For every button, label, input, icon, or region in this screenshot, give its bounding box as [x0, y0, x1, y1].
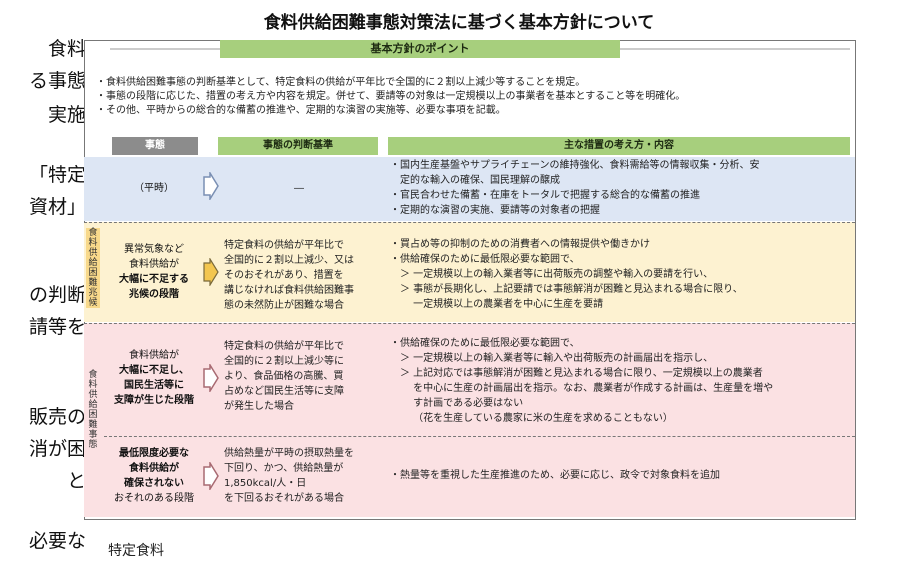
banner-rule — [110, 48, 220, 50]
stage-shortage: 食料供給が 大幅に不足し、 国民生活等に 支障が生じた段階 — [114, 350, 194, 406]
side-label-crisis: 食料供給困難事態 — [88, 370, 98, 450]
banner-title: 基本方針のポイント — [220, 40, 620, 58]
left-fragment: 請等を — [28, 316, 86, 338]
chevron-right-icon — [203, 364, 219, 392]
measures-normal: ・国内生産基盤やサプライチェーンの維持強化、食料需給等の情報収集・分析、安 定的… — [390, 160, 760, 216]
measures-sign: ・買占め等の抑制のための消費者への情報提供や働きかけ ・供給確保のために最低限必… — [390, 239, 743, 310]
criteria-minimum: 供給熱量が平時の摂取熱量を 下回り、かつ、供給熱量が 1,850kcal/人・日… — [224, 448, 354, 504]
banner-rule — [620, 48, 850, 50]
row-divider — [104, 436, 855, 437]
key-point: ・その他、平時からの総合的な備蓄の推進や、定期的な演習の実施等、必要な事項を記載… — [96, 105, 506, 116]
side-label-sign: 食料供給困難兆候 — [86, 228, 100, 308]
criteria-shortage: 特定食料の供給が平年比で 全国的に２割以上減少等に より、食品価格の高騰、買 占… — [224, 341, 344, 412]
caption: 特定食料 — [108, 543, 164, 559]
left-fragment: の判断 — [28, 284, 86, 306]
measures-shortage: ・供給確保のために最低限必要な範囲で、 ＞ 一定規模以上の輸入業者等に輸入や出荷… — [390, 338, 774, 424]
stage-sign: 異常気象など 食料供給が 大幅に不足する 兆候の段階 — [119, 244, 189, 300]
header-measures: 主な措置の考え方・内容 — [388, 137, 850, 155]
left-fragment: る事態 — [28, 70, 86, 92]
header-stage: 事態 — [112, 137, 198, 155]
header-criteria: 事態の判断基準 — [218, 137, 378, 155]
left-fragment: 販売の — [28, 406, 86, 428]
page-title: 食料供給困難事態対策法に基づく基本方針について — [263, 13, 655, 33]
left-fragment: 消が困 — [28, 438, 86, 460]
left-fragment: 資材」 — [28, 196, 86, 218]
chevron-right-icon — [203, 258, 219, 286]
left-fragment: 「特定 — [28, 164, 86, 186]
key-point: ・食料供給困難事態の判断基準として、特定食料の供給が平年比で全国的に２割以上減少… — [96, 77, 586, 88]
criteria-normal: ― — [294, 183, 304, 194]
left-fragment: 実施 — [47, 104, 86, 126]
left-fragment: 食料 — [47, 38, 86, 60]
criteria-sign: 特定食料の供給が平年比で 全国的に２割以上減少、又は そのおそれがあり、措置を … — [224, 240, 354, 311]
chevron-right-icon — [203, 172, 219, 200]
stage-normal: （平時） — [134, 183, 174, 194]
chevron-right-icon — [203, 462, 219, 490]
key-point: ・事態の段階に応じた、措置の考え方や内容を規定。併せて、要請等の対象は一定規模以… — [96, 91, 686, 102]
stage-minimum: 最低限度必要な 食料供給が 確保されない おそれのある段階 — [114, 448, 194, 504]
measures-minimum: ・熱量等を重視した生産推進のため、必要に応じ、政令で対象食料を追加 — [390, 470, 720, 481]
left-fragment: と — [66, 470, 86, 492]
left-fragment: 必要な — [28, 530, 86, 552]
row-divider — [84, 323, 855, 324]
row-divider — [84, 222, 855, 223]
